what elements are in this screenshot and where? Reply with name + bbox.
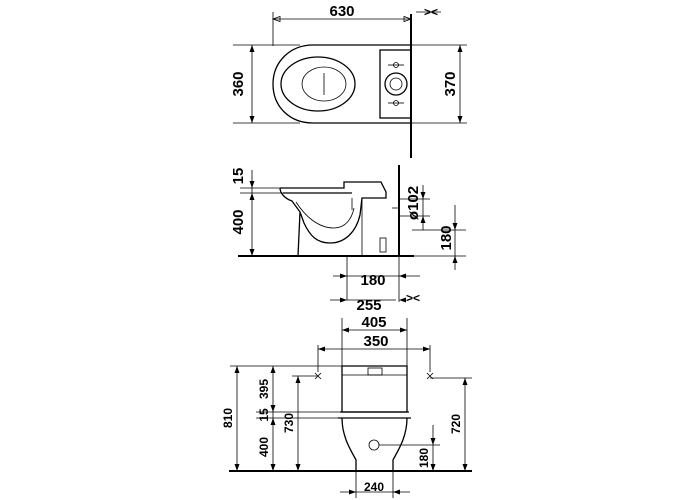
dim-outlet-height: 180 <box>438 225 455 250</box>
front-cistern <box>341 365 408 413</box>
dim-depth-left: 360 <box>230 71 247 96</box>
front-bowl <box>341 417 408 471</box>
dim-total-height: 810 <box>221 408 235 428</box>
dim-rim-offset: 15 <box>230 168 247 185</box>
dim-wall-distance: 255 <box>356 297 381 314</box>
front-view: 405 350 810 39 <box>221 314 472 498</box>
dim-fixing-centers: 350 <box>363 333 388 350</box>
dim-side-height: 400 <box>230 209 247 234</box>
side-bowl-outline <box>279 181 387 257</box>
front-flush-button <box>367 367 383 376</box>
dim-base-width: 240 <box>364 480 384 494</box>
top-bowl-outline <box>272 44 411 124</box>
top-seat-ring <box>280 56 356 112</box>
dim-fixing-height-left: 730 <box>282 413 296 433</box>
dim-outlet-diameter: ø102 <box>405 186 422 220</box>
side-wall-marker: >< <box>406 291 420 305</box>
dim-cistern-height: 395 <box>257 379 271 399</box>
side-view: 15 400 ø102 180 180 255 >< <box>230 165 466 314</box>
dim-fixing-height-right: 720 <box>449 414 463 434</box>
dim-bowl-height: 400 <box>257 437 271 457</box>
dim-outlet-offset: 180 <box>360 272 385 289</box>
dim-width: 630 <box>329 3 354 20</box>
flush-button <box>384 72 408 96</box>
dim-depth-right: 370 <box>442 71 459 96</box>
top-view: 630 >< 360 370 <box>230 3 467 158</box>
dim-seat-gap: 15 <box>257 408 271 422</box>
top-cistern <box>379 49 412 119</box>
dim-cistern-width: 405 <box>361 314 386 331</box>
dim-front-outlet-height: 180 <box>417 448 431 468</box>
